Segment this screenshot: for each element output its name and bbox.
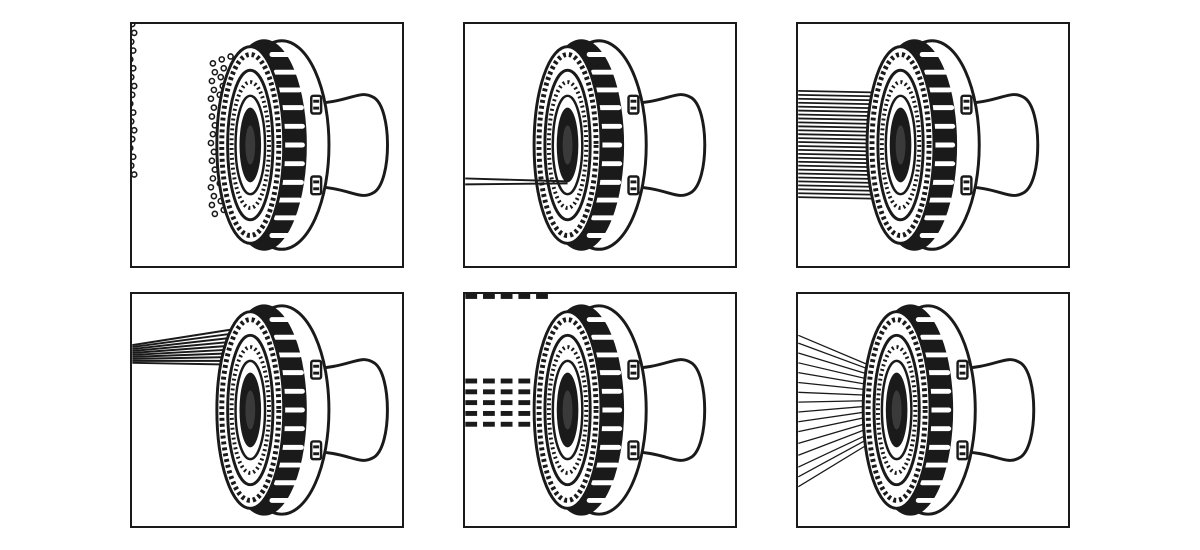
bubble-spray-icon <box>132 24 245 218</box>
shower-head-fan-illustration <box>132 294 402 526</box>
spray-mode-panel-fan <box>130 292 404 528</box>
spray-mode-panel-pulse <box>463 292 737 528</box>
shower-head-icon <box>863 306 1034 514</box>
pulse-spray-icon <box>465 294 548 427</box>
spray-mode-panel-jet <box>463 22 737 268</box>
shower-head-full-illustration <box>798 24 1068 266</box>
shower-head-bubble-illustration <box>132 24 402 266</box>
spray-mode-panel-bubble <box>130 22 404 268</box>
spray-mode-panel-shower <box>796 292 1070 528</box>
shower-head-icon <box>217 306 388 514</box>
shower-head-icon <box>534 306 705 514</box>
shower-head-icon <box>217 41 388 250</box>
single-jet-icon <box>465 177 568 186</box>
shower-head-pulse-illustration <box>465 294 735 526</box>
shower-head-icon <box>867 41 1038 250</box>
shower-head-jet-illustration <box>465 24 735 266</box>
spray-mode-panel-full <box>796 22 1070 268</box>
shower-head-icon <box>534 41 705 250</box>
shower-head-shower-illustration <box>798 294 1068 526</box>
